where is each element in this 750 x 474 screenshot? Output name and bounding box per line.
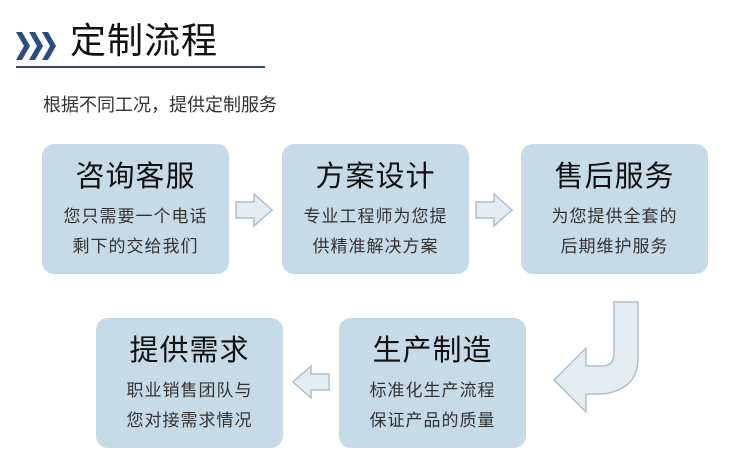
step-description: 标准化生产流程 保证产品的质量 <box>339 376 526 436</box>
step-title: 咨询客服 <box>75 159 196 193</box>
step-card-design: 方案设计 专业工程师为您提 供精准解决方案 <box>282 144 469 274</box>
page-subtitle: 根据不同工况，提供定制服务 <box>43 95 277 116</box>
step-description-line: 保证产品的质量 <box>369 411 496 431</box>
step-card-production: 生产制造 标准化生产流程 保证产品的质量 <box>339 318 526 448</box>
curved-down-left-arrow-icon <box>553 301 639 413</box>
right-arrow-icon <box>475 192 514 228</box>
triple-chevron-icon <box>16 32 56 60</box>
step-description-line: 您对接需求情况 <box>126 411 253 431</box>
right-arrow-icon <box>235 192 274 228</box>
title-underline <box>16 66 265 68</box>
step-description-line: 供精准解决方案 <box>312 237 439 257</box>
step-title: 方案设计 <box>315 159 436 193</box>
step-description-line: 标准化生产流程 <box>369 381 496 401</box>
step-card-requirements: 提供需求 职业销售团队与 您对接需求情况 <box>96 318 283 448</box>
step-description: 为您提供全套的 后期维护服务 <box>521 202 708 262</box>
step-description-line: 为您提供全套的 <box>551 207 678 227</box>
step-description: 职业销售团队与 您对接需求情况 <box>96 376 283 436</box>
step-card-consult: 咨询客服 您只需要一个电话 剩下的交给我们 <box>42 144 229 274</box>
step-title: 售后服务 <box>554 159 675 193</box>
left-arrow-icon <box>291 364 330 400</box>
step-description: 专业工程师为您提 供精准解决方案 <box>282 202 469 262</box>
step-title: 生产制造 <box>372 333 493 367</box>
page-title: 定制流程 <box>70 21 219 62</box>
step-description-line: 后期维护服务 <box>560 237 669 257</box>
step-description: 您只需要一个电话 剩下的交给我们 <box>42 202 229 262</box>
step-description-line: 您只需要一个电话 <box>63 207 208 227</box>
step-card-after-sales: 售后服务 为您提供全套的 后期维护服务 <box>521 144 708 274</box>
step-description-line: 剩下的交给我们 <box>72 237 199 257</box>
step-description-line: 职业销售团队与 <box>126 381 253 401</box>
step-description-line: 专业工程师为您提 <box>303 207 448 227</box>
step-title: 提供需求 <box>129 333 250 367</box>
